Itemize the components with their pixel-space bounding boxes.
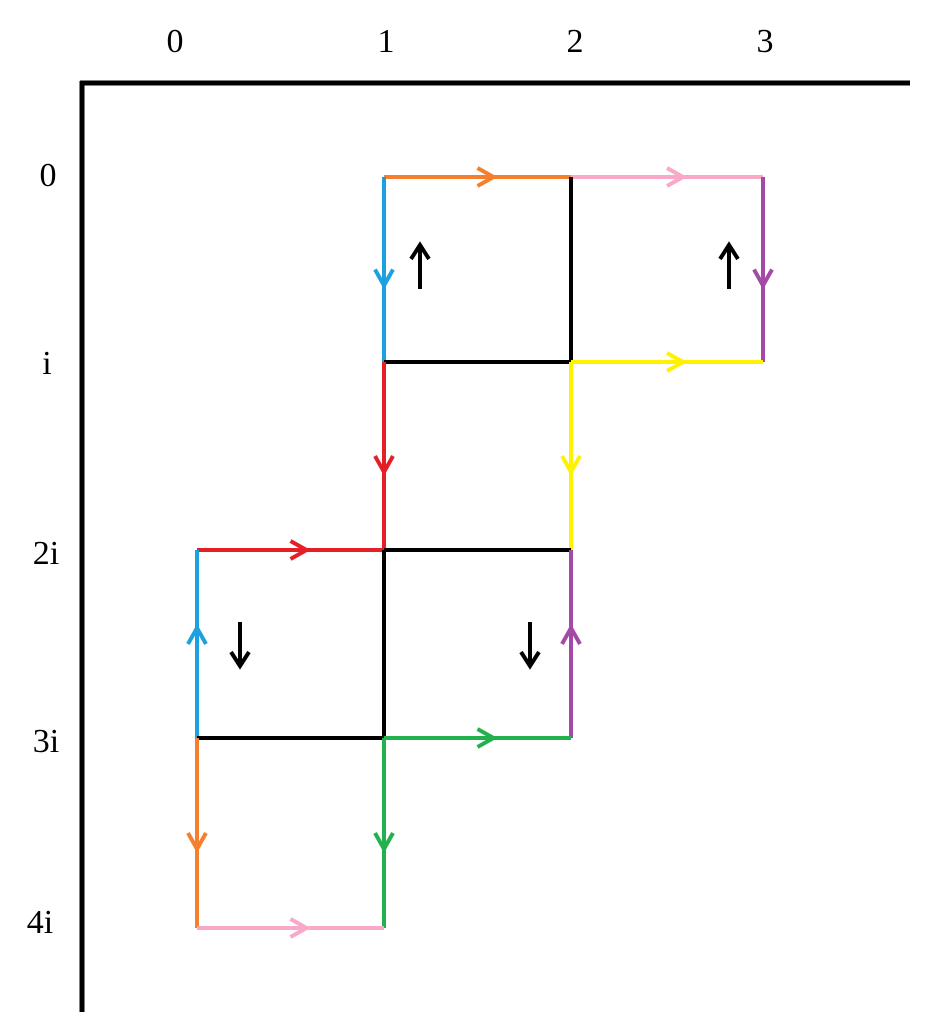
- x-label-2: 2: [567, 23, 584, 60]
- edge-arrowhead-yellow: [560, 455, 582, 477]
- y-label-3i: 3i: [33, 723, 59, 760]
- cell-down-arrow-icon: [519, 622, 541, 670]
- edge-arrowhead-purple: [752, 268, 774, 290]
- edge-arrowhead-green: [476, 727, 498, 749]
- edge-arrowhead-yellow: [666, 351, 688, 373]
- edge-arrowhead-orange: [186, 832, 208, 854]
- x-label-1: 1: [378, 23, 395, 60]
- edge-arrowhead-orange: [476, 166, 498, 188]
- path-edges: [186, 166, 774, 939]
- cell-down-arrow-icon: [229, 622, 251, 670]
- cell-up-arrow-icon: [718, 241, 740, 289]
- edge-arrowhead-red: [373, 455, 395, 477]
- edge-arrowhead-green: [373, 832, 395, 854]
- y-label-2i: 2i: [33, 535, 59, 572]
- cell-up-arrow-icon: [409, 241, 431, 289]
- edge-arrowhead-blue: [373, 268, 395, 290]
- y-label-0: 0: [40, 157, 57, 194]
- x-label-0: 0: [167, 23, 184, 60]
- edge-arrowhead-pink: [289, 917, 311, 939]
- y-label-4i: 4i: [27, 904, 53, 941]
- y-label-i: i: [42, 345, 51, 382]
- edge-arrowhead-pink: [666, 166, 688, 188]
- x-label-3: 3: [757, 23, 774, 60]
- cell-direction-arrows: [229, 241, 740, 670]
- edge-arrowhead-purple: [560, 623, 582, 645]
- edge-arrowhead-red: [289, 539, 311, 561]
- edge-arrowhead-blue: [186, 623, 208, 645]
